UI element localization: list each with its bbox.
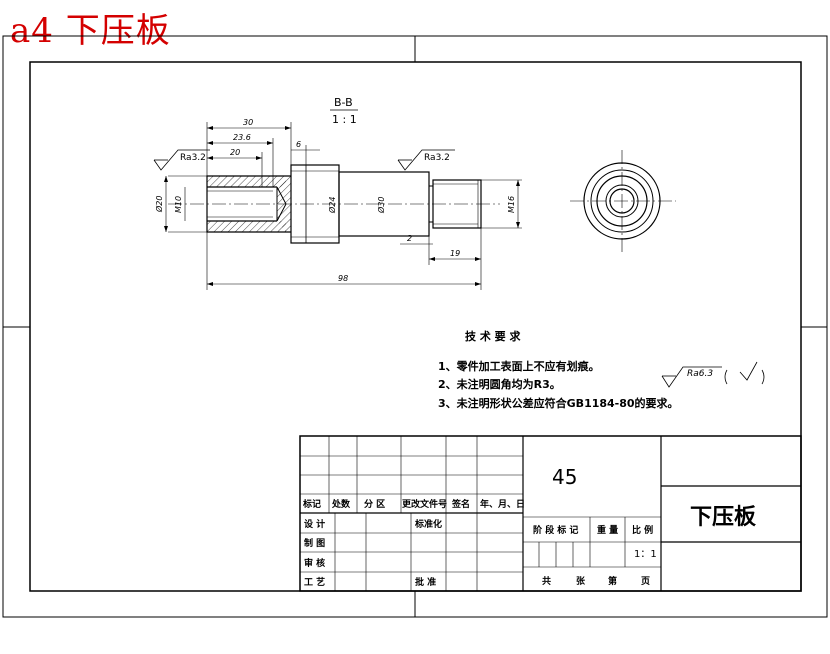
rev-header-date: 年、月、日 <box>480 498 525 510</box>
part-section-view <box>168 164 500 244</box>
weight-header: 重 量 <box>597 524 618 536</box>
role-drawing: 制 图 <box>304 537 325 549</box>
sheet-footer-total: 共 <box>542 575 551 587</box>
dim-98: 98 <box>338 274 348 283</box>
dim-20: 20 <box>230 148 240 157</box>
tech-req-item-1: 1、零件加工表面上不应有划痕。 <box>438 359 600 373</box>
title-block <box>299 435 802 592</box>
sheet-footer-number: 第 <box>608 575 617 587</box>
roughness-symbol-left-icon <box>153 149 210 171</box>
dim-19: 19 <box>450 249 460 258</box>
rev-header-mark: 标记 <box>302 498 321 510</box>
dim-m10: M10 <box>174 196 183 213</box>
tech-req-item-3: 3、未注明形状公差应符合GB1184-80的要求。 <box>438 396 679 410</box>
rev-header-zone: 分 区 <box>364 498 385 510</box>
role-design: 设 计 <box>304 518 325 530</box>
approve-label: 批 准 <box>415 576 436 588</box>
part-end-view <box>570 150 676 252</box>
dim-6: 6 <box>296 140 301 149</box>
sheet-footer-page: 页 <box>641 576 650 587</box>
stage-mark-header: 阶 段 标 记 <box>533 524 578 536</box>
rev-header-doc: 更改文件号 <box>402 498 447 510</box>
rev-header-count: 处数 <box>331 498 351 510</box>
rev-header-sign: 签名 <box>451 498 470 510</box>
section-label: B-B <box>334 96 353 109</box>
dim-dia24: Ø24 <box>327 197 337 214</box>
scale-header: 比 例 <box>632 524 653 536</box>
section-scale: 1 : 1 <box>332 113 357 126</box>
general-roughness-label: Ra6.3 <box>687 369 713 379</box>
dimension-arrows <box>164 126 520 286</box>
standardization-label: 标准化 <box>414 518 442 530</box>
dim-dia30: Ø30 <box>376 197 386 214</box>
dim-dia20: Ø20 <box>154 196 164 213</box>
roughness-symbol-right-icon <box>397 149 455 171</box>
tech-req-item-2: 2、未注明圆角均为R3。 <box>438 377 561 391</box>
role-review: 审 核 <box>304 557 325 569</box>
drawing-header-title: a4 下压板 <box>10 11 171 51</box>
dim-30: 30 <box>243 118 253 127</box>
dim-m16: M16 <box>507 196 516 213</box>
role-process: 工 艺 <box>304 576 325 588</box>
material-value: 45 <box>552 465 577 489</box>
dim-2: 2 <box>407 234 412 243</box>
part-name: 下压板 <box>690 505 757 530</box>
roughness-right-label: Ra3.2 <box>424 153 450 163</box>
roughness-left-label: Ra3.2 <box>180 153 206 163</box>
dimension-lines <box>165 122 522 290</box>
dim-23-6: 23.6 <box>233 133 251 142</box>
sheet-footer-sheets: 张 <box>576 575 586 587</box>
general-roughness-icon <box>661 361 765 388</box>
tech-req-heading: 技 术 要 求 <box>465 329 521 343</box>
scale-value: 1：1 <box>634 549 657 560</box>
